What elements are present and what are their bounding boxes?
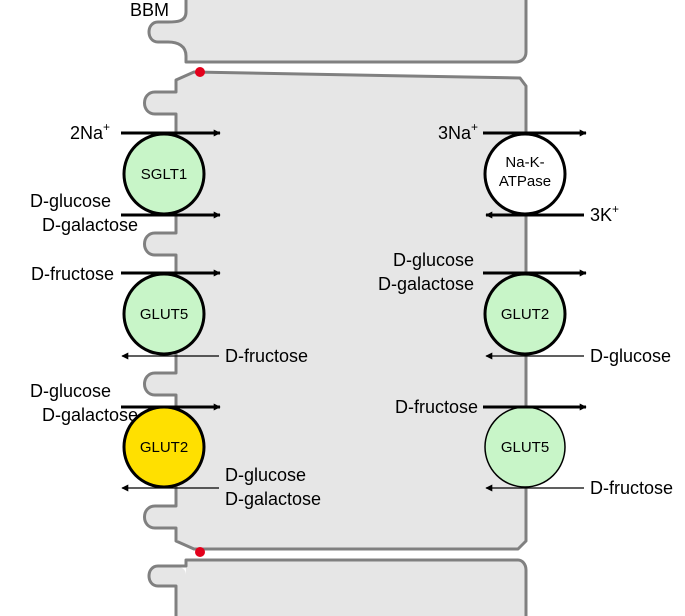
sglt1-name: SGLT1 [141, 166, 187, 183]
bbm-label: BBM [130, 0, 169, 20]
top-cell-membrane [147, 0, 528, 64]
basolateral-glut5-in-label: D-fructose [590, 478, 673, 498]
na-k-atpase-k-label: 3K+ [590, 202, 619, 225]
na-k-atpase-na-label: 3Na+ [438, 120, 478, 143]
tight-junction-top [195, 67, 205, 77]
basolateral-glut2-name: GLUT2 [501, 306, 549, 323]
apical-glut5-in-label: D-fructose [31, 264, 114, 284]
apical-glut2-out-glucose-label: D-glucose [225, 465, 306, 485]
basolateral-glut2-transporter: GLUT2 [483, 272, 567, 356]
basolateral-glut5-out-label: D-fructose [395, 397, 478, 417]
apical-glut5-name: GLUT5 [140, 306, 188, 323]
basolateral-glut2-out-glucose-label: D-glucose [393, 250, 474, 270]
top-cell [147, 0, 528, 64]
sglt1-glucose-label: D-glucose [30, 191, 111, 211]
sglt1-na-label: 2Na+ [70, 120, 110, 143]
bottom-cell-body [149, 560, 526, 616]
apical-glut2-name: GLUT2 [140, 439, 188, 456]
na-k-atpase-name-line2: ATPase [499, 173, 551, 190]
sglt1-transporter: SGLT1 [122, 132, 206, 216]
bottom-cell [147, 558, 528, 616]
apical-glut2-in-galactose-label: D-galactose [42, 405, 138, 425]
basolateral-glut2-in-label: D-glucose [590, 346, 671, 366]
apical-glut5-transporter: GLUT5 [122, 272, 206, 356]
tight-junction-bottom [195, 547, 205, 557]
basolateral-glut5-name: GLUT5 [501, 439, 549, 456]
apical-glut2-in-glucose-label: D-glucose [30, 381, 111, 401]
apical-glut5-out-label: D-fructose [225, 346, 308, 366]
middle-cell-body [144, 72, 526, 549]
na-k-atpase-name-line1: Na-K- [505, 154, 544, 171]
sglt1-galactose-label: D-galactose [42, 215, 138, 235]
bottom-cell-membrane [147, 558, 528, 616]
apical-glut2-transporter: GLUT2 [122, 405, 206, 489]
basolateral-glut2-out-galactose-label: D-galactose [378, 274, 474, 294]
top-cell-body [149, 0, 526, 62]
basolateral-glut5-transporter: GLUT5 [484, 406, 566, 488]
na-k-atpase-transporter: Na-K- ATPase [483, 132, 567, 216]
apical-glut2-out-galactose-label: D-galactose [225, 489, 321, 509]
